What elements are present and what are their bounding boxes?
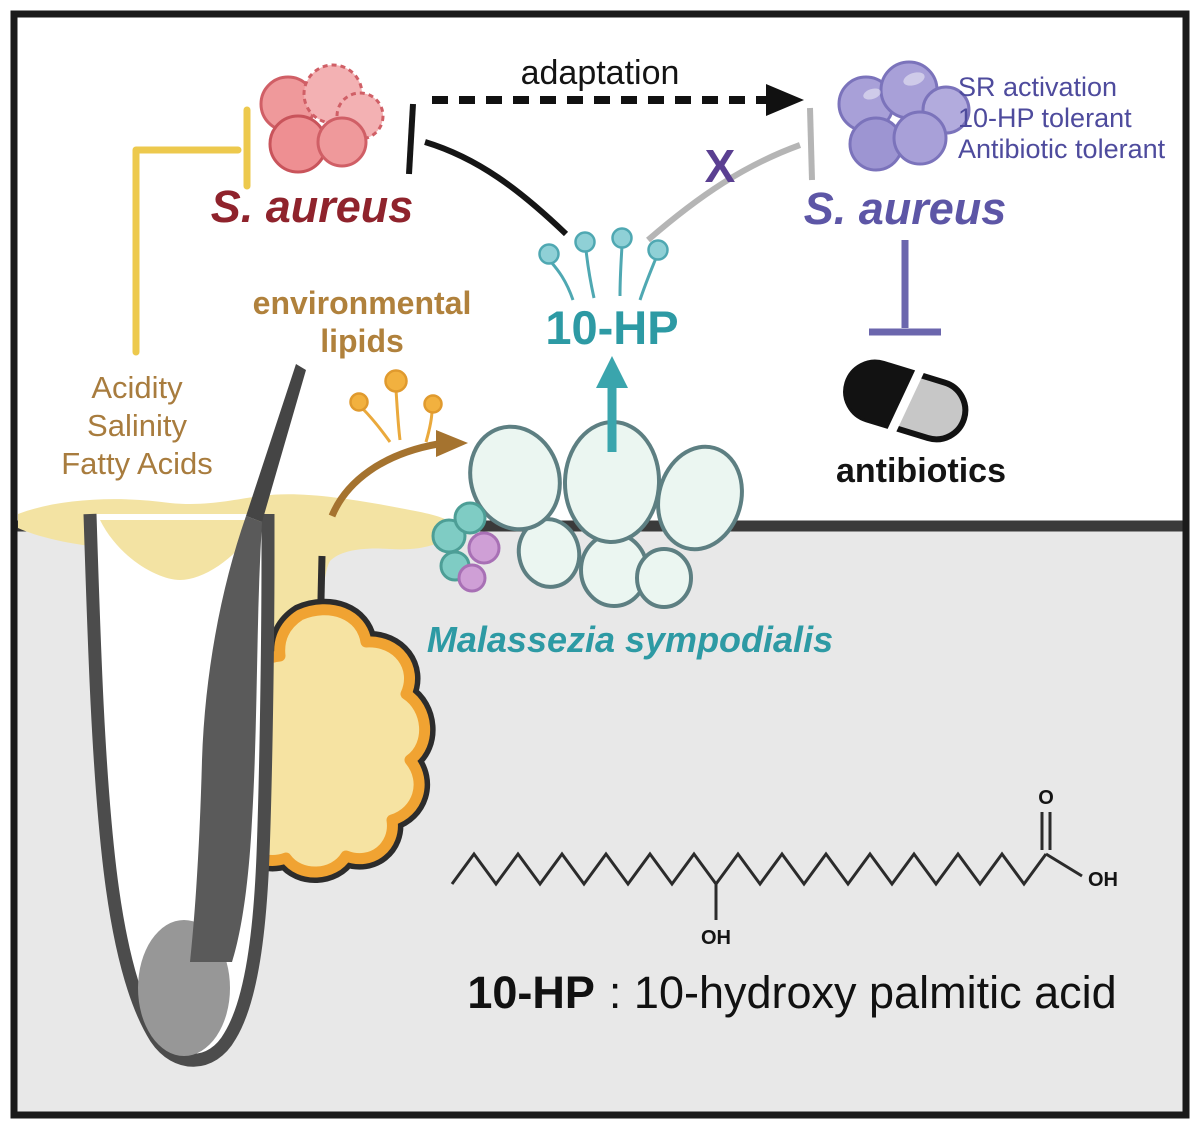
hp-lipid-pins [538, 227, 669, 301]
malassezia-label: Malassezia sympodialis [427, 619, 833, 660]
small-microbe-cells [431, 501, 501, 593]
env-lipids-label-line2: lipids [320, 323, 404, 359]
trait-antibiotic-tolerant: Antibiotic tolerant [958, 134, 1166, 164]
caption: 10-HP : 10-hydroxy palmitic acid [467, 967, 1116, 1018]
lipid-uptake-arrow [328, 430, 468, 518]
figure-border [10, 10, 1190, 1119]
antibiotic-inhibition-line [869, 240, 941, 336]
saureus-susceptible-cluster [259, 63, 385, 174]
acid-hydroxyl-label: OH [1088, 869, 1118, 891]
stressor-fatty-acids: Fatty Acids [61, 446, 213, 481]
caption-rest: : 10-hydroxy palmitic acid [609, 967, 1117, 1018]
blocked-x-mark: X [705, 140, 736, 192]
hp-label: 10-HP [545, 301, 678, 354]
hp-inhibition-tolerant-blocked [646, 107, 815, 243]
adaptation-arrow [432, 84, 804, 116]
adaptation-label: adaptation [521, 54, 680, 92]
antibiotic-capsule [843, 359, 969, 443]
saureus-tolerant-label: S. aureus [804, 183, 1007, 234]
stressor-inhibition-line [132, 106, 251, 356]
saureus-tolerant-cluster [837, 60, 971, 172]
follicle-opening-sebum [100, 520, 260, 580]
malassezia-cells [468, 420, 744, 609]
caption-bold: 10-HP [467, 967, 595, 1018]
env-lipid-pins [349, 369, 443, 443]
trait-sr-activation: SR activation [958, 72, 1117, 102]
hair-shaft-inner [190, 516, 262, 962]
hp-chemical-structure [450, 812, 1083, 920]
c10-hydroxyl-label: OH [701, 927, 731, 949]
env-lipids-label-line1: environmental [253, 285, 472, 321]
adaptation-arrowhead [766, 84, 804, 116]
hair-shaft-outer [246, 364, 306, 522]
saureus-susceptible-label: S. aureus [211, 181, 414, 232]
antibiotics-label: antibiotics [836, 452, 1006, 490]
stressor-acidity: Acidity [91, 370, 183, 405]
trait-10hp-tolerant: 10-HP tolerant [958, 103, 1132, 133]
hp-inhibition-susceptible [406, 103, 569, 237]
hp-production-arrow [596, 356, 628, 452]
hair-follicle [83, 364, 306, 1067]
stressor-salinity: Salinity [87, 408, 187, 443]
carbonyl-oxygen-label: O [1038, 787, 1054, 809]
